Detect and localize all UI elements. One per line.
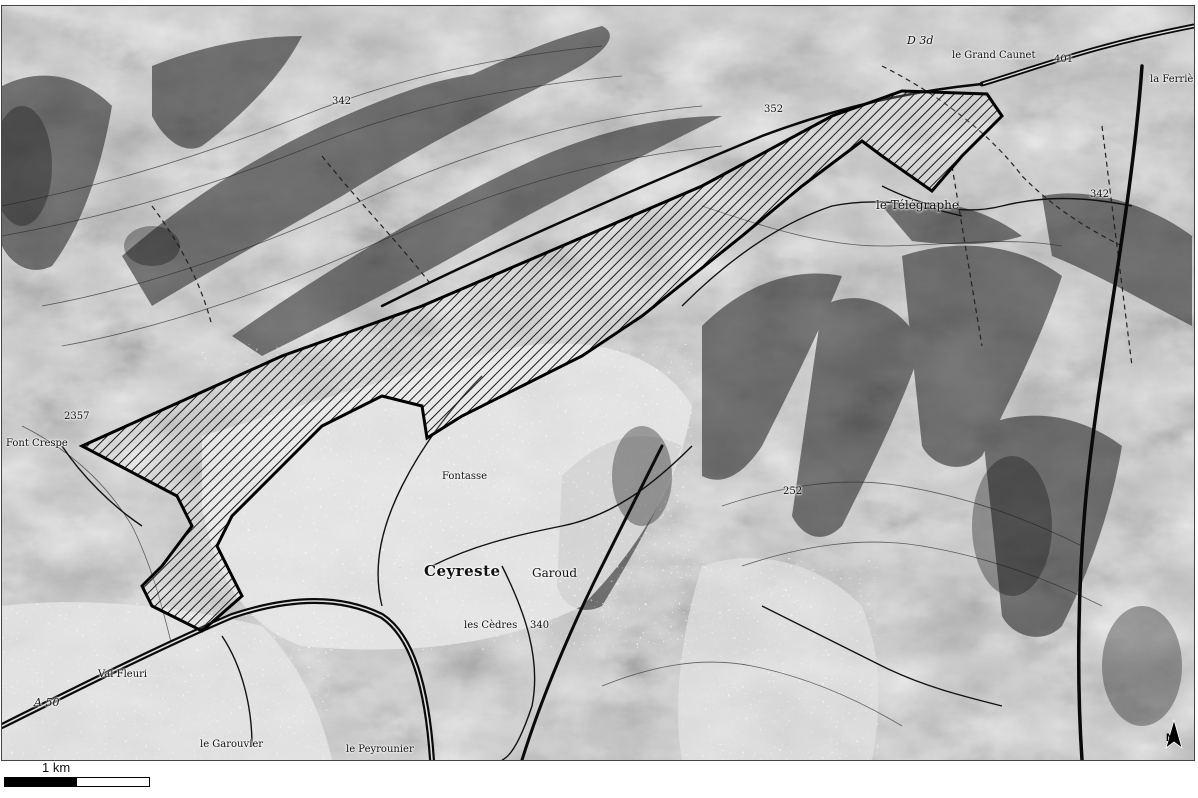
- scale-bar: 1 km: [2, 760, 152, 790]
- scale-segment: [5, 778, 77, 786]
- road-south-diagonal: [520, 444, 664, 760]
- scale-track: [4, 777, 150, 787]
- hatched-zone[interactable]: [78, 89, 1004, 633]
- scale-label: 1 km: [42, 760, 71, 775]
- topographic-map[interactable]: [2, 6, 1194, 760]
- road-north-east-inner: [981, 25, 1194, 85]
- north-arrow-icon: [1165, 718, 1183, 750]
- dark-patches: [2, 106, 1182, 726]
- north-label: N: [1166, 732, 1174, 744]
- highway-a50-inner: [2, 600, 433, 760]
- map-frame[interactable]: Ceyreste le Grand Caunet la Ferrière le …: [1, 5, 1195, 761]
- major-roads: [2, 23, 1194, 760]
- road-vertical-east: [1076, 64, 1144, 760]
